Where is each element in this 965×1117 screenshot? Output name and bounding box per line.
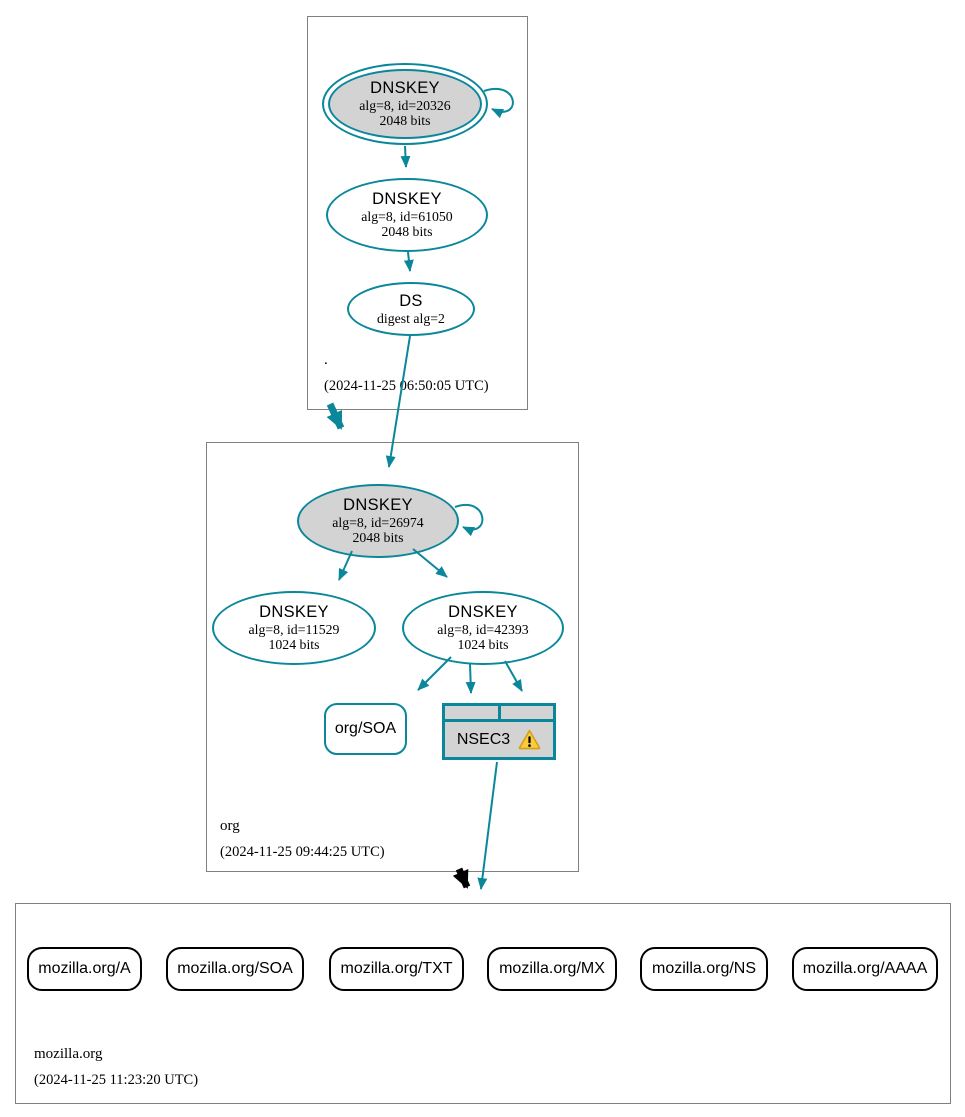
dnskey-61050-title: DNSKEY xyxy=(372,190,442,209)
zone-label-mozilla-org: mozilla.org xyxy=(34,1046,103,1062)
ds-node-org[interactable]: DS digest alg=2 xyxy=(347,282,475,336)
dnskey-42393-title: DNSKEY xyxy=(448,603,518,622)
rrset-mozilla-org-mx[interactable]: mozilla.org/MX xyxy=(487,947,617,991)
rrset-mozilla-org-a-label: mozilla.org/A xyxy=(38,960,131,977)
rrset-mozilla-org-mx-label: mozilla.org/MX xyxy=(499,960,605,977)
zone-timestamp-org: (2024-11-25 09:44:25 UTC) xyxy=(220,844,385,860)
zone-box-mozilla-org xyxy=(15,903,951,1104)
dnskey-node-42393-zsk[interactable]: DNSKEY alg=8, id=42393 1024 bits xyxy=(402,591,564,665)
dnskey-26974-detail: alg=8, id=26974 xyxy=(332,514,424,530)
dnskey-26974-bits: 2048 bits xyxy=(352,530,404,546)
dnskey-61050-detail: alg=8, id=61050 xyxy=(361,208,453,224)
nsec3-record-cell-2[interactable] xyxy=(500,706,553,719)
dnskey-61050-bits: 2048 bits xyxy=(381,224,433,240)
rrset-mozilla-org-aaaa[interactable]: mozilla.org/AAAA xyxy=(792,947,938,991)
zone-label-root: . xyxy=(324,352,328,368)
zone-label-org: org xyxy=(220,818,240,834)
nsec3-record-cells xyxy=(445,706,553,719)
dnskey-11529-detail: alg=8, id=11529 xyxy=(248,621,340,637)
dnskey-20326-title: DNSKEY xyxy=(370,79,440,98)
rrset-mozilla-org-soa[interactable]: mozilla.org/SOA xyxy=(166,947,304,991)
nsec3-record-cell-1[interactable] xyxy=(445,706,498,719)
zone-box-root xyxy=(307,16,528,410)
dnskey-node-26974-ksk[interactable]: DNSKEY alg=8, id=26974 2048 bits xyxy=(297,484,459,558)
dnskey-42393-detail: alg=8, id=42393 xyxy=(437,621,529,637)
warning-icon xyxy=(518,729,541,750)
dnskey-42393-bits: 1024 bits xyxy=(457,637,509,653)
dnskey-node-11529-zsk[interactable]: DNSKEY alg=8, id=11529 1024 bits xyxy=(212,591,376,665)
rrset-org-soa-label: org/SOA xyxy=(334,720,397,737)
rrset-mozilla-org-aaaa-label: mozilla.org/AAAA xyxy=(802,960,928,977)
dnskey-20326-inner-ring: DNSKEY alg=8, id=20326 2048 bits xyxy=(328,69,482,139)
dnskey-node-61050-zsk[interactable]: DNSKEY alg=8, id=61050 2048 bits xyxy=(326,178,488,252)
rrset-mozilla-org-ns-label: mozilla.org/NS xyxy=(651,960,757,977)
dnskey-11529-bits: 1024 bits xyxy=(268,637,320,653)
dnskey-20326-detail: alg=8, id=20326 xyxy=(359,97,451,113)
rrset-mozilla-org-txt[interactable]: mozilla.org/TXT xyxy=(329,947,464,991)
rrset-mozilla-org-txt-label: mozilla.org/TXT xyxy=(340,960,453,977)
rrset-mozilla-org-ns[interactable]: mozilla.org/NS xyxy=(640,947,768,991)
rrset-org-soa[interactable]: org/SOA xyxy=(324,703,407,755)
nsec3-label: NSEC3 xyxy=(456,730,511,748)
rrset-mozilla-org-a[interactable]: mozilla.org/A xyxy=(27,947,142,991)
rrset-mozilla-org-soa-label: mozilla.org/SOA xyxy=(177,960,293,977)
zone-timestamp-mozilla-org: (2024-11-25 11:23:20 UTC) xyxy=(34,1072,199,1088)
dnskey-26974-title: DNSKEY xyxy=(343,496,413,515)
ds-title: DS xyxy=(399,292,423,311)
ds-detail: digest alg=2 xyxy=(377,310,445,326)
dnskey-node-20326-ksk[interactable]: DNSKEY alg=8, id=20326 2048 bits xyxy=(322,63,488,145)
nsec3-node[interactable]: NSEC3 xyxy=(442,703,556,760)
dnskey-20326-bits: 2048 bits xyxy=(379,113,431,129)
zone-timestamp-root: (2024-11-25 06:50:05 UTC) xyxy=(324,378,489,394)
dnskey-11529-title: DNSKEY xyxy=(259,603,329,622)
